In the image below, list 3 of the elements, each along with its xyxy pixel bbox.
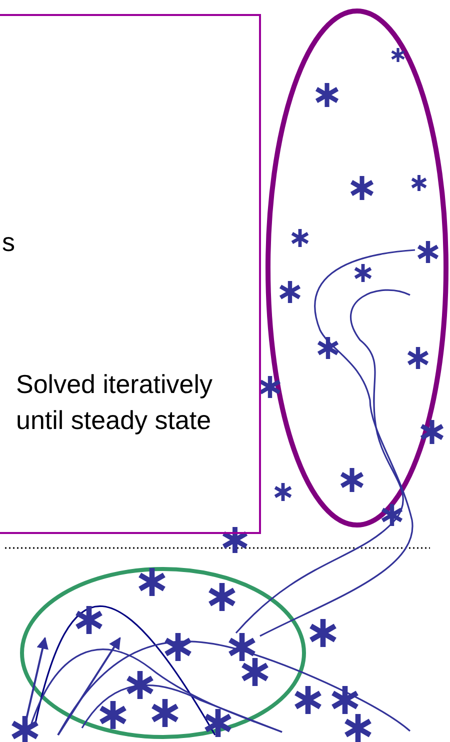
frame-box — [0, 14, 261, 534]
text-fragment: s — [2, 226, 16, 259]
body-text: Solved iteratively until steady state — [16, 368, 214, 437]
